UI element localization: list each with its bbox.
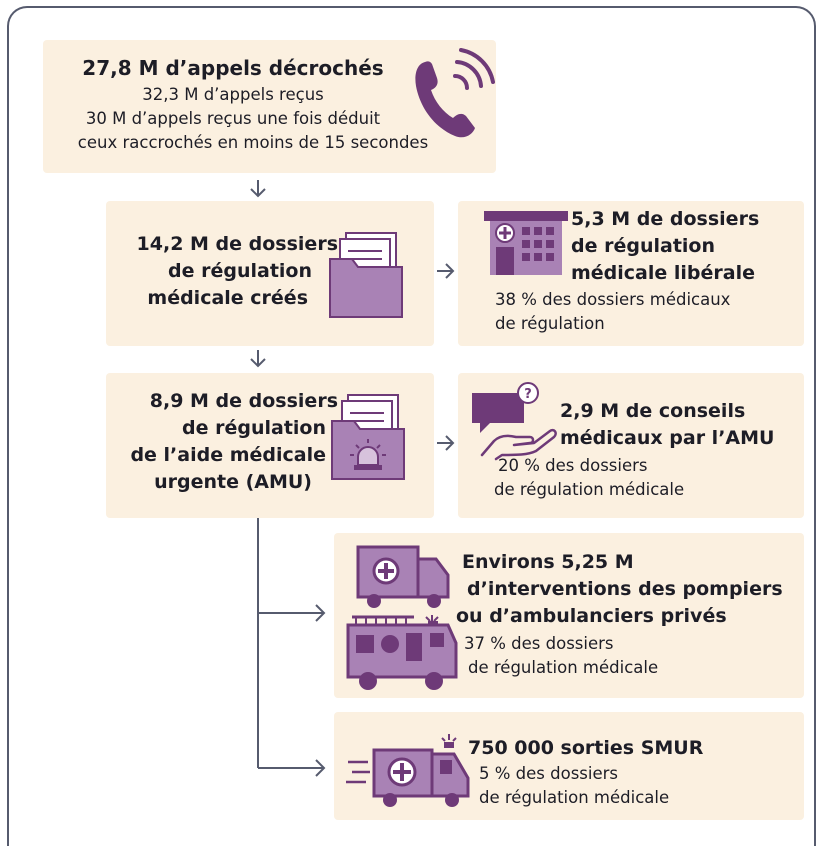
- svg-text:?: ?: [524, 387, 532, 402]
- calls-box: 27,8 M d’appels décrochés 32,3 M d’appel…: [43, 40, 496, 173]
- conseils-sub-1: 20 % des dossiers: [498, 456, 648, 475]
- smur-sub-2: de régulation médicale: [479, 788, 670, 807]
- branch-connector: [257, 518, 326, 777]
- dossiers-box: 14,2 M de dossiers de régulation médical…: [106, 201, 434, 346]
- amu-line-1: 8,9 M de dossiers: [149, 390, 338, 412]
- arrow-right-1: [437, 263, 455, 279]
- folder-icon: [329, 232, 403, 318]
- amu-box: 8,9 M de dossiers de régulation de l’aid…: [106, 373, 434, 518]
- arrow-right-2: [437, 435, 455, 451]
- diagram-frame: [7, 6, 816, 846]
- interventions-sub-2: de régulation médicale: [468, 658, 659, 677]
- interventions-title-1: Environs 5,25 M: [462, 551, 634, 573]
- advice-hand-icon: ?: [472, 382, 557, 461]
- conseils-box: ? 2,9 M de conseils médicaux par l’AMU 2…: [458, 373, 804, 518]
- emergency-folder-icon: [331, 394, 405, 480]
- smur-vehicle-icon: [346, 734, 470, 807]
- interventions-sub-1: 37 % des dossiers: [464, 634, 614, 653]
- amu-line-3: de l’aide médicale: [130, 444, 326, 466]
- liberale-title-3: médicale libérale: [571, 262, 755, 284]
- ambulance-firetruck-icon: [346, 545, 458, 690]
- interventions-title-3: ou d’ambulanciers privés: [456, 605, 727, 627]
- arrow-down-1: [250, 180, 266, 198]
- calls-line-1: 32,3 M d’appels reçus: [142, 85, 324, 104]
- amu-line-2: de régulation: [182, 417, 326, 439]
- liberale-title-2: de régulation: [571, 235, 715, 257]
- calls-line-3: ceux raccrochés en moins de 15 secondes: [77, 133, 429, 152]
- calls-title: 27,8 M d’appels décrochés: [82, 56, 384, 80]
- conseils-title-2: médicaux par l’AMU: [560, 427, 775, 449]
- liberale-box: 5,3 M de dossiers de régulation médicale…: [458, 201, 804, 346]
- amu-line-4: urgente (AMU): [154, 471, 312, 493]
- medical-building-icon: [484, 211, 568, 275]
- liberale-sub-2: de régulation: [495, 314, 605, 333]
- dossiers-line-1: 14,2 M de dossiers: [136, 233, 338, 255]
- smur-title: 750 000 sorties SMUR: [468, 737, 704, 759]
- calls-line-2: 30 M d’appels reçus une fois déduit: [85, 109, 381, 128]
- conseils-sub-2: de régulation médicale: [494, 480, 685, 499]
- arrow-down-2: [250, 350, 266, 368]
- dossiers-line-3: médicale créés: [147, 287, 308, 309]
- interventions-title-2: d’interventions des pompiers: [467, 578, 783, 600]
- liberale-sub-1: 38 % des dossiers médicaux: [495, 290, 731, 309]
- dossiers-line-2: de régulation: [168, 260, 312, 282]
- interventions-box: Environs 5,25 M d’interventions des pomp…: [334, 533, 804, 698]
- liberale-title-1: 5,3 M de dossiers: [571, 208, 760, 230]
- smur-sub-1: 5 % des dossiers: [479, 764, 619, 783]
- phone-icon: [415, 48, 495, 138]
- smur-box: 750 000 sorties SMUR 5 % des dossiers de…: [334, 712, 804, 820]
- conseils-title-1: 2,9 M de conseils: [560, 400, 746, 422]
